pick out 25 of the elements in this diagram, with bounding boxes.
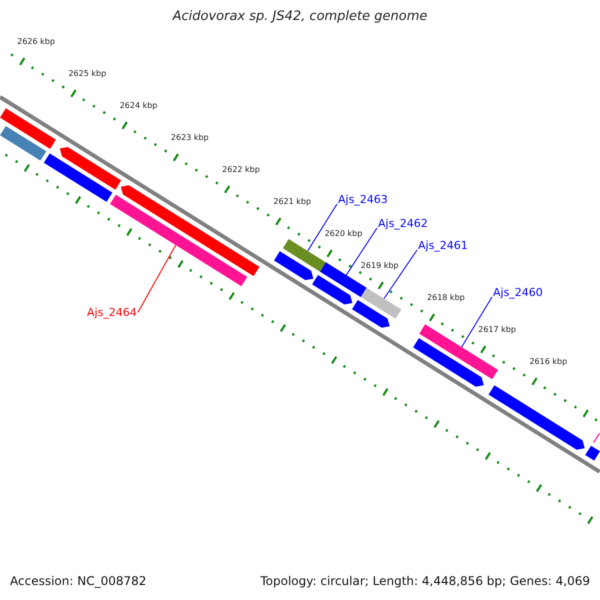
gene-label: Ajs_2463 bbox=[338, 193, 388, 206]
gene-feature bbox=[419, 324, 498, 380]
scale-label: 2625 kbp bbox=[68, 69, 106, 78]
leader-line bbox=[384, 250, 418, 300]
scale-label: 2626 kbp bbox=[17, 37, 55, 46]
title: Acidovorax sp. JS42, complete genome bbox=[171, 9, 428, 24]
scale-label: 2617 kbp bbox=[478, 325, 516, 334]
gene-feature bbox=[360, 288, 402, 319]
gene-label: Ajs_2464 bbox=[87, 306, 137, 319]
accession-text: Accession: NC_008782 bbox=[10, 574, 146, 588]
gene-feature bbox=[110, 194, 248, 286]
gene-feature bbox=[282, 239, 327, 272]
leader-line bbox=[307, 204, 338, 252]
gene-label: Ajs_2460 bbox=[493, 286, 543, 299]
scale-label: 2619 kbp bbox=[360, 261, 398, 270]
scale-label: 2624 kbp bbox=[120, 101, 158, 110]
scale-label: 2623 kbp bbox=[170, 133, 209, 142]
genome-info-text: Topology: circular; Length: 4,448,856 bp; Genes: 4,069 bbox=[260, 574, 590, 588]
gene-label: Ajs_2461 bbox=[418, 239, 468, 252]
scale-label: 2621 kbp bbox=[273, 197, 312, 206]
scale-label: 2618 kbp bbox=[427, 293, 465, 302]
leader-line bbox=[461, 296, 492, 348]
leader-line bbox=[346, 228, 378, 276]
leader-line bbox=[137, 244, 176, 313]
gene-label: Ajs_2462 bbox=[378, 217, 428, 230]
